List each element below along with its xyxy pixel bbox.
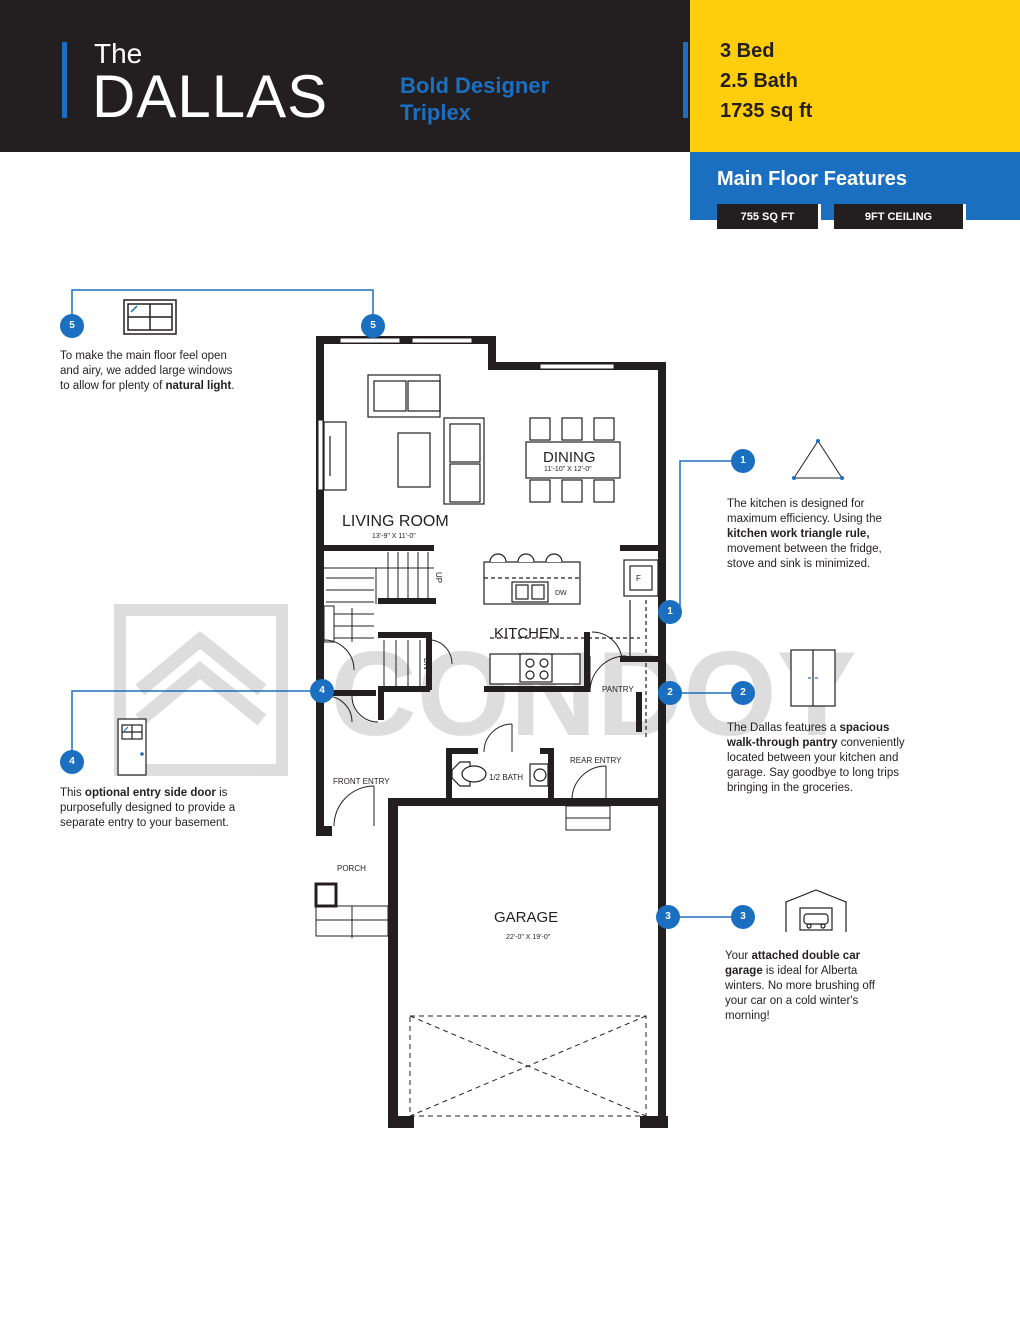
room-garage: GARAGE	[494, 909, 558, 926]
badge-3-right: 3	[731, 905, 755, 929]
windows-text-a: To make the main floor feel open and air…	[60, 350, 233, 392]
room-pantry: PANTRY	[602, 685, 634, 694]
entry-text-c: is purposefully designed to provide a se…	[60, 787, 236, 829]
sqft-tag: 755 SQ FT	[717, 204, 821, 232]
beds-stat: 3 Bed	[720, 40, 775, 62]
kitchen-text-a: The kitchen is designed for maximum effi…	[727, 498, 882, 525]
door-icon	[117, 718, 147, 776]
pantry-text-a: The Dallas features a	[727, 722, 840, 734]
kitchen-fixtures	[483, 553, 659, 740]
header-band	[0, 0, 690, 152]
room-bath: 1/2 BATH	[489, 773, 523, 782]
windows-text-b: natural light	[165, 380, 232, 392]
model-prefix: The	[94, 38, 143, 69]
room-kitchen: KITCHEN	[494, 625, 560, 642]
header-accent-bar	[62, 42, 67, 118]
kitchen-text-c: movement between the fridge, stove and s…	[727, 543, 882, 570]
window-icon	[123, 299, 177, 335]
kitchen-callout-text: The kitchen is designed for maximum effi…	[727, 497, 893, 572]
badge-4-plan: 4	[310, 679, 334, 703]
entry-callout-text: This optional entry side door is purpose…	[60, 786, 236, 831]
half-bath-fixtures	[451, 761, 549, 787]
work-triangle-icon	[792, 439, 844, 480]
room-living-dim: 13'-9" X 11'-0"	[372, 533, 416, 540]
garage-text-c: is ideal for Alberta winters. No more br…	[725, 965, 875, 1022]
badge-5-plan: 5	[361, 314, 385, 338]
badge-4-left: 4	[60, 750, 84, 774]
dining-table	[525, 417, 621, 503]
badge-3-plan: 3	[656, 905, 680, 929]
stats-accent-bar	[683, 42, 688, 118]
room-porch: PORCH	[337, 864, 366, 873]
watermark: CONDOY	[114, 604, 857, 776]
badge-1-right: 1	[731, 449, 755, 473]
badge-2-right: 2	[731, 681, 755, 705]
model-name: DALLAS	[92, 63, 329, 130]
garage-callout-text: Your attached double car garage is ideal…	[725, 949, 899, 1024]
stair-up-label: UP	[434, 572, 443, 583]
fridge-label: F	[636, 574, 641, 583]
garage-icon	[785, 889, 847, 932]
subtitle-line-2: Triplex	[400, 100, 471, 125]
room-dining-dim: 11'-10" X 12'-0"	[544, 466, 592, 473]
baths-stat: 2.5 Bath	[720, 70, 798, 92]
windows-callout-text: To make the main floor feel open and air…	[60, 349, 238, 394]
badge-2-plan: 2	[658, 681, 682, 705]
windows	[317, 337, 615, 491]
garage-text-b: attached double car garage	[725, 950, 861, 977]
ceiling-tag: 9FT CEILING	[834, 204, 966, 232]
interior-walls	[316, 545, 660, 800]
garage-text-a: Your	[725, 950, 752, 962]
stair-down-label: DN	[422, 658, 431, 670]
stairs	[323, 552, 434, 686]
garage-door-outline	[409, 1015, 647, 1117]
badge-5-left: 5	[60, 314, 84, 338]
watermark-text: CONDOY	[330, 627, 857, 761]
entry-text-a: This	[60, 787, 85, 799]
area-stat: 1735 sq ft	[720, 100, 813, 122]
features-title: Main Floor Features	[717, 168, 908, 190]
windows-text-c: .	[231, 380, 235, 392]
room-front-entry: FRONT ENTRY	[333, 777, 390, 786]
model-subtitle: Bold Designer Triplex	[400, 72, 549, 126]
room-garage-dim: 22'-0" X 19'-0"	[506, 934, 551, 941]
kitchen-text-b: kitchen work triangle rule,	[727, 528, 870, 540]
subtitle-line-1: Bold Designer	[400, 73, 550, 98]
room-dining: DINING	[543, 449, 596, 466]
dishwasher-label: DW	[555, 590, 567, 597]
entry-text-b: optional entry side door	[84, 787, 216, 799]
room-living: LIVING ROOM	[342, 513, 449, 530]
pantry-icon	[790, 649, 836, 707]
living-furniture	[323, 374, 485, 505]
pantry-callout-text: The Dallas features a spacious walk-thro…	[727, 721, 909, 796]
pantry-text-c: conveniently located between your kitche…	[727, 737, 905, 794]
stats-panel	[690, 0, 1020, 152]
entry-steps	[314, 805, 611, 938]
badge-1-plan: 1	[658, 600, 682, 624]
room-rear-entry: REAR ENTRY	[570, 756, 622, 765]
pantry-text-b: spacious walk-through pantry	[727, 722, 890, 749]
